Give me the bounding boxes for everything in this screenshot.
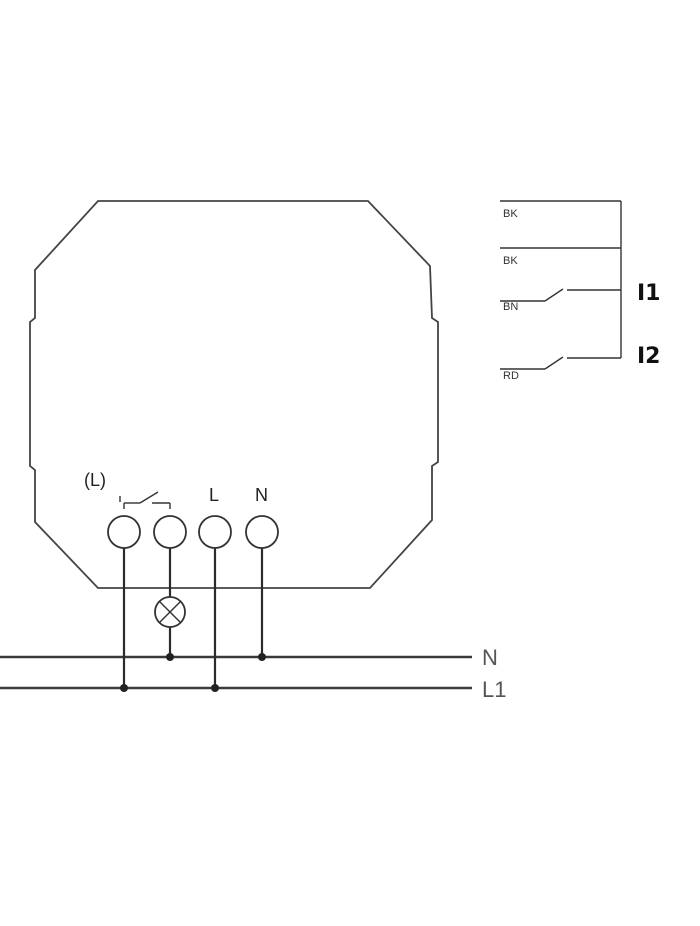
terminal-label-switched: (L): [84, 470, 106, 490]
input-label-i1: I1: [637, 281, 661, 306]
junction-dot: [120, 684, 128, 692]
wire-label-bk-2: BK: [503, 255, 518, 267]
junction-dot: [258, 653, 266, 661]
lamp-icon: [154, 596, 186, 628]
relay-contact-icon: [119, 491, 171, 509]
neutral-bus-label: N: [482, 645, 498, 670]
wire-label-bn: BN: [503, 301, 518, 313]
wire-label-bk-1: BK: [503, 208, 518, 220]
terminal-switched-out: [153, 515, 187, 549]
terminal-switched-in: [107, 515, 141, 549]
device-housing: [29, 200, 439, 589]
terminal-label-neutral: N: [255, 485, 268, 505]
wire-label-rd: RD: [503, 370, 519, 382]
input-label-i2: I2: [637, 344, 661, 369]
live-bus-label: L1: [482, 677, 506, 702]
junction-dot: [211, 684, 219, 692]
input-wiring: [500, 200, 622, 370]
junction-dot: [166, 653, 174, 661]
terminal-live: [198, 515, 232, 549]
terminal-neutral: [245, 515, 279, 549]
terminal-label-live: L: [209, 485, 219, 505]
